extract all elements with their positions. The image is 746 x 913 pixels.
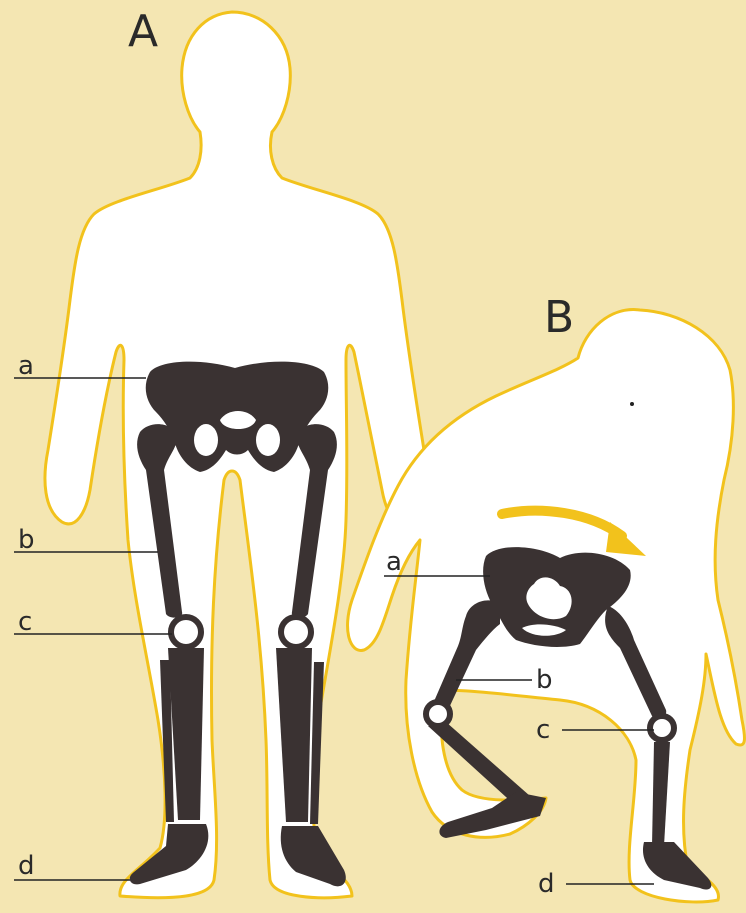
human-figure: A a b c d	[14, 6, 427, 898]
human-pelvis-hole-right	[256, 424, 280, 456]
ape-dot-mark	[630, 402, 634, 406]
human-knee-right	[281, 617, 311, 647]
human-label-c: c	[18, 607, 32, 637]
human-label-d: d	[18, 851, 35, 881]
ape-figure-letter: B	[544, 292, 574, 343]
human-label-b: b	[18, 525, 35, 555]
ape-knee-right	[650, 716, 674, 740]
human-figure-letter: A	[128, 6, 158, 57]
ape-label-c: c	[536, 715, 550, 745]
ape-label-b: b	[536, 665, 553, 695]
ape-label-d: d	[538, 869, 555, 899]
human-label-a: a	[18, 351, 34, 381]
human-knee-left	[171, 617, 201, 647]
human-pelvis-hole-left	[194, 424, 218, 456]
ape-label-a: a	[386, 547, 402, 577]
human-silhouette	[45, 12, 427, 898]
